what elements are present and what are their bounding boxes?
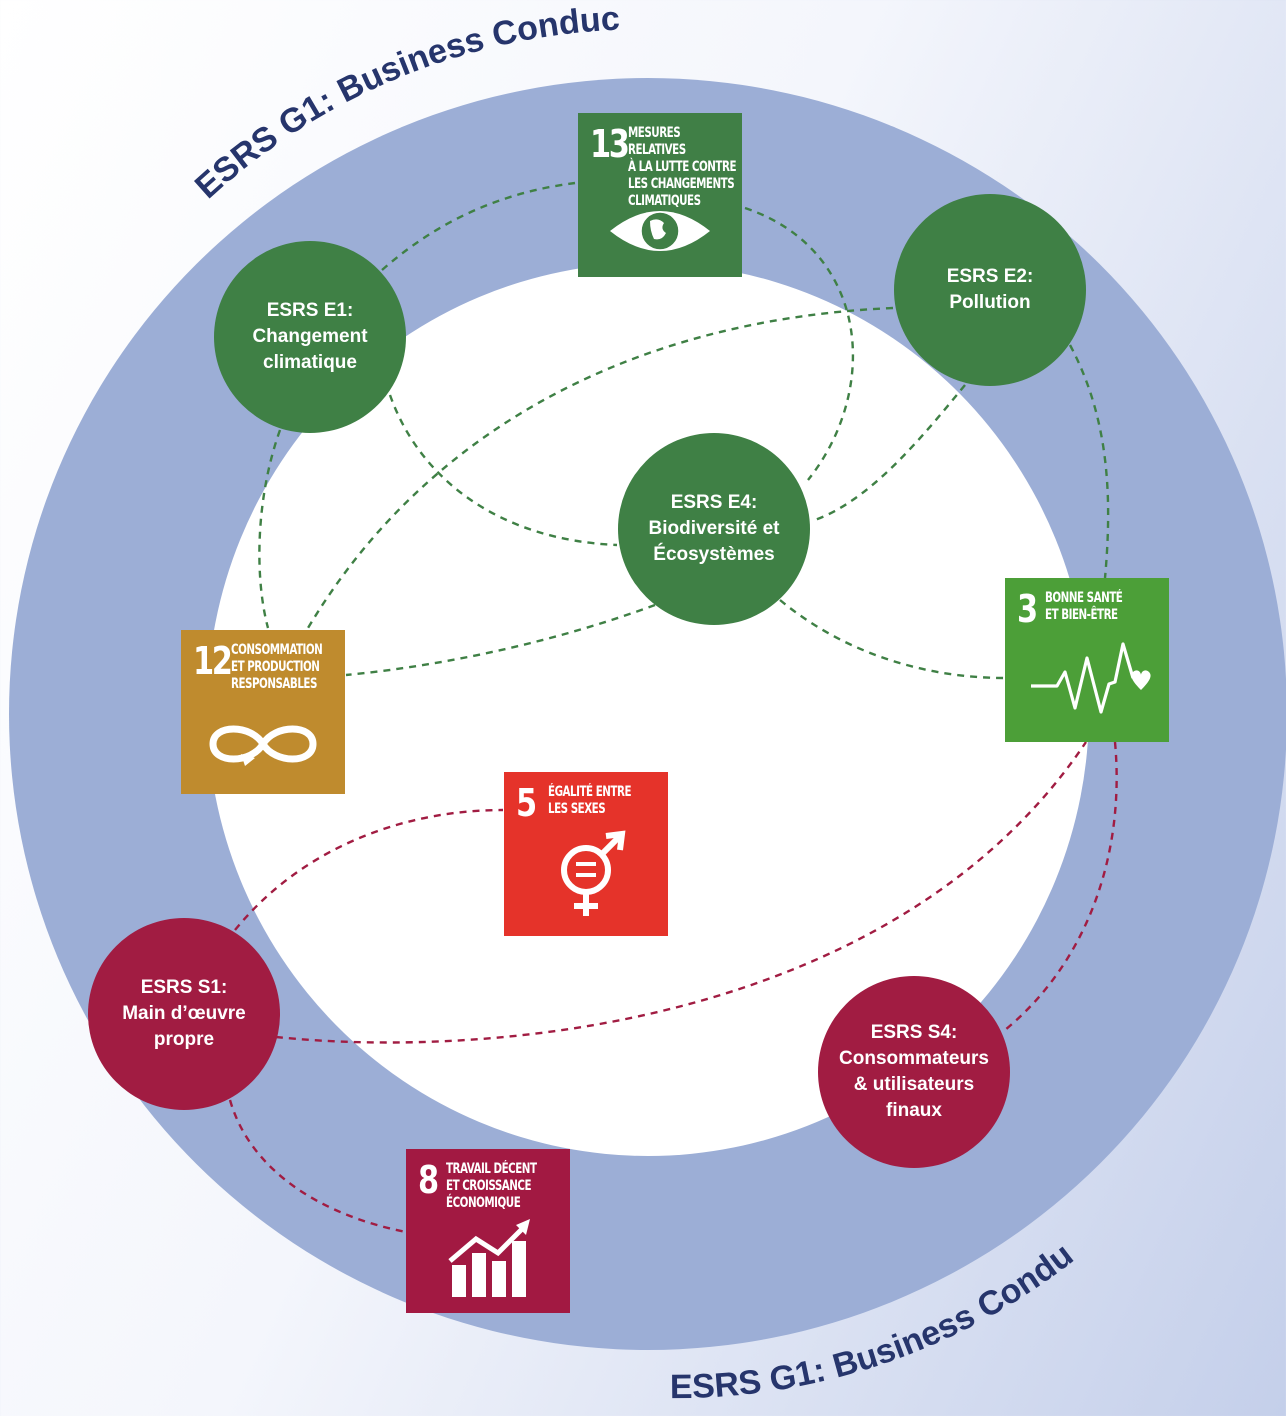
node-esrs-e4-label: ESRS E4: Biodiversité et Écosystèmes	[648, 492, 780, 565]
infinity-loop-icon	[209, 725, 317, 766]
sdg-5-label: ÉGALITÉ ENTRE LES SEXES	[548, 784, 632, 817]
ring-label-top: ESRS G1: Business Conduct	[0, 0, 621, 206]
eye-globe-icon	[610, 211, 710, 251]
link-s1-sdg8	[228, 1099, 407, 1234]
sdg-3-number: 3	[1017, 587, 1038, 631]
gender-equality-icon	[561, 830, 626, 916]
link-sdg13-e4	[744, 206, 855, 481]
link-sdg3-s4	[1004, 741, 1118, 1031]
link-e2-sdg3	[1068, 344, 1110, 579]
sdg-12-tile: 12 CONSOMMATION ET PRODUCTION RESPONSABL…	[181, 630, 345, 794]
sdg-13-label: MESURES RELATIVES À LA LUTTE CONTRE LES …	[628, 125, 737, 209]
sdg-12-number: 12	[193, 639, 233, 683]
node-esrs-e4: ESRS E4: Biodiversité et Écosystèmes	[618, 433, 810, 625]
node-esrs-s1-label: ESRS S1: Main d’œuvre propre	[122, 977, 246, 1050]
link-e4-sdg3	[779, 599, 1006, 680]
link-e4-sdg12	[345, 603, 656, 677]
link-e2-sdg12	[306, 306, 894, 629]
sdg-3-label: BONNE SANTÉ ET BIEN-ÊTRE	[1045, 590, 1123, 623]
sdg-8-number: 8	[418, 1158, 439, 1202]
node-esrs-e2-label: ESRS E2: Pollution	[946, 266, 1034, 313]
link-s1-sdg5	[234, 808, 504, 931]
node-esrs-e1-label: ESRS E1: Changement climatique	[252, 300, 368, 373]
node-esrs-s1: ESRS S1: Main d’œuvre propre	[88, 918, 280, 1110]
link-s1-sdg3	[275, 741, 1087, 1044]
sdg-13-number: 13	[590, 122, 630, 166]
heartbeat-icon	[1031, 642, 1151, 714]
link-e1-sdg12	[258, 429, 282, 629]
sdg-8-label: TRAVAIL DÉCENT ET CROISSANCE ÉCONOMIQUE	[446, 1161, 537, 1211]
sdg-5-tile: 5 ÉGALITÉ ENTRE LES SEXES	[504, 772, 668, 936]
sdg-5-number: 5	[516, 781, 537, 825]
sdg-8-tile: 8 TRAVAIL DÉCENT ET CROISSANCE ÉCONOMIQU…	[406, 1149, 570, 1313]
sdg-12-label: CONSOMMATION ET PRODUCTION RESPONSABLES	[231, 642, 323, 692]
growth-chart-icon	[448, 1219, 530, 1297]
link-e1-e4	[388, 394, 618, 547]
node-esrs-e2: ESRS E2: Pollution	[894, 194, 1086, 386]
sdg-3-tile: 3 BONNE SANTÉ ET BIEN-ÊTRE	[1005, 578, 1169, 742]
node-esrs-e1: ESRS E1: Changement climatique	[214, 241, 406, 433]
link-e2-e4	[814, 384, 966, 522]
sdg-13-tile: 13 MESURES RELATIVES À LA LUTTE CONTRE L…	[578, 113, 742, 277]
node-esrs-s4: ESRS S4: Consommateurs & utilisateurs fi…	[818, 976, 1010, 1168]
node-esrs-s4-label: ESRS S4: Consommateurs & utilisateurs fi…	[839, 1022, 989, 1121]
link-e1-sdg13	[381, 181, 576, 271]
